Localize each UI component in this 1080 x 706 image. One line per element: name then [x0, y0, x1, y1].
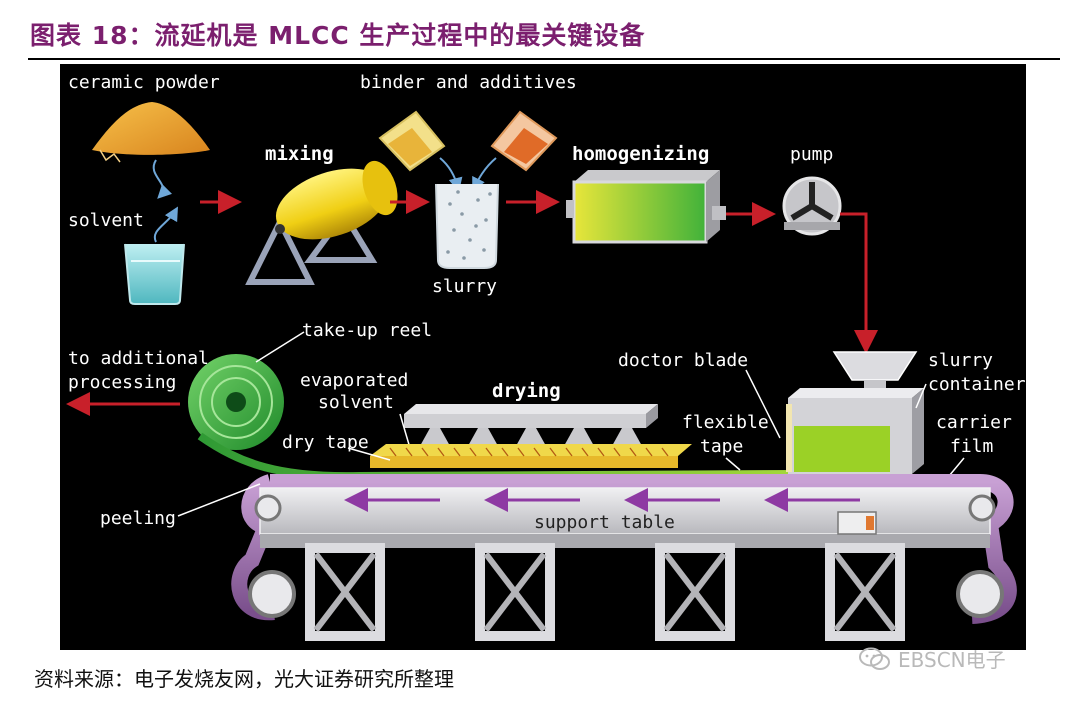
- solvent-label: solvent: [68, 210, 144, 231]
- to-container-arrow: [840, 212, 878, 354]
- peeling-label: peeling: [100, 508, 176, 529]
- powder-flow-arrow: [152, 159, 173, 199]
- drying-label: drying: [492, 380, 561, 402]
- mixing-drum-icon: [245, 160, 398, 285]
- carrier-film-label-line1: carrier: [936, 412, 1012, 433]
- evaporated-label-line1: evaporated: [300, 370, 408, 391]
- casting-machine-diagram: ceramic powder solvent mixing binder and…: [60, 64, 1026, 650]
- slurry-container-label-line1: slurry: [928, 350, 993, 371]
- additive-cup-right-icon: [490, 110, 558, 172]
- title-divider: [28, 58, 1060, 60]
- evaporated-label-line2: solvent: [318, 392, 394, 413]
- slurry-beaker-icon: [435, 183, 499, 269]
- watermark-text: EBSCN电子: [898, 648, 1006, 672]
- to-additional-label-line2: processing: [68, 372, 176, 393]
- ceramic-powder-icon: [92, 102, 210, 163]
- ceramic-powder-label: ceramic powder: [68, 72, 220, 93]
- take-up-reel-pointer: [255, 331, 305, 363]
- conveyor-belt-icon: [231, 474, 1017, 624]
- pump-label: pump: [790, 144, 833, 165]
- homogenizing-label: homogenizing: [572, 143, 709, 165]
- flexible-tape-label-line2: tape: [700, 436, 743, 457]
- take-up-reel-label: take-up reel: [302, 320, 432, 341]
- take-up-reel-icon: [188, 354, 284, 450]
- dryer-hood-icon: [404, 404, 658, 428]
- flexible-tape-label-line1: flexible: [682, 412, 769, 433]
- slurry-label: slurry: [432, 276, 497, 297]
- solvent-flow-arrow: [153, 206, 178, 243]
- watermark: EBSCN电子: [858, 644, 1006, 673]
- dry-tape-pointer: [347, 447, 391, 461]
- doctor-blade-pointer: [745, 369, 781, 439]
- peeling-pointer: [177, 483, 261, 517]
- mixing-label: mixing: [265, 143, 334, 165]
- carrier-film-label-line2: film: [950, 436, 993, 457]
- dry-tape-label: dry tape: [282, 432, 369, 453]
- slurry-container-icon: [786, 351, 924, 474]
- pump-icon: [782, 176, 842, 236]
- flexible-tape-pointer: [725, 457, 741, 471]
- to-additional-label-line1: to additional: [68, 348, 209, 369]
- drying-bed-icon: [370, 444, 692, 468]
- doctor-blade-label: doctor blade: [618, 350, 748, 371]
- dryer-nozzles: [420, 428, 642, 446]
- wechat-icon: [859, 647, 890, 670]
- figure-source: 资料来源：电子发烧友网，光大证券研究所整理: [34, 667, 454, 691]
- solvent-beaker-icon: [124, 243, 185, 305]
- evaporated-pointer: [399, 413, 411, 449]
- slurry-container-pointer: [915, 383, 927, 409]
- figure-title: 图表 18：流延机是 MLCC 生产过程中的最关键设备: [30, 21, 646, 50]
- binder-label: binder and additives: [360, 72, 577, 93]
- support-table-label: support table: [534, 512, 675, 533]
- binder-cup-left-icon: [378, 110, 446, 172]
- homogenizer-icon: [566, 170, 726, 244]
- slurry-container-label-line2: container: [928, 374, 1026, 395]
